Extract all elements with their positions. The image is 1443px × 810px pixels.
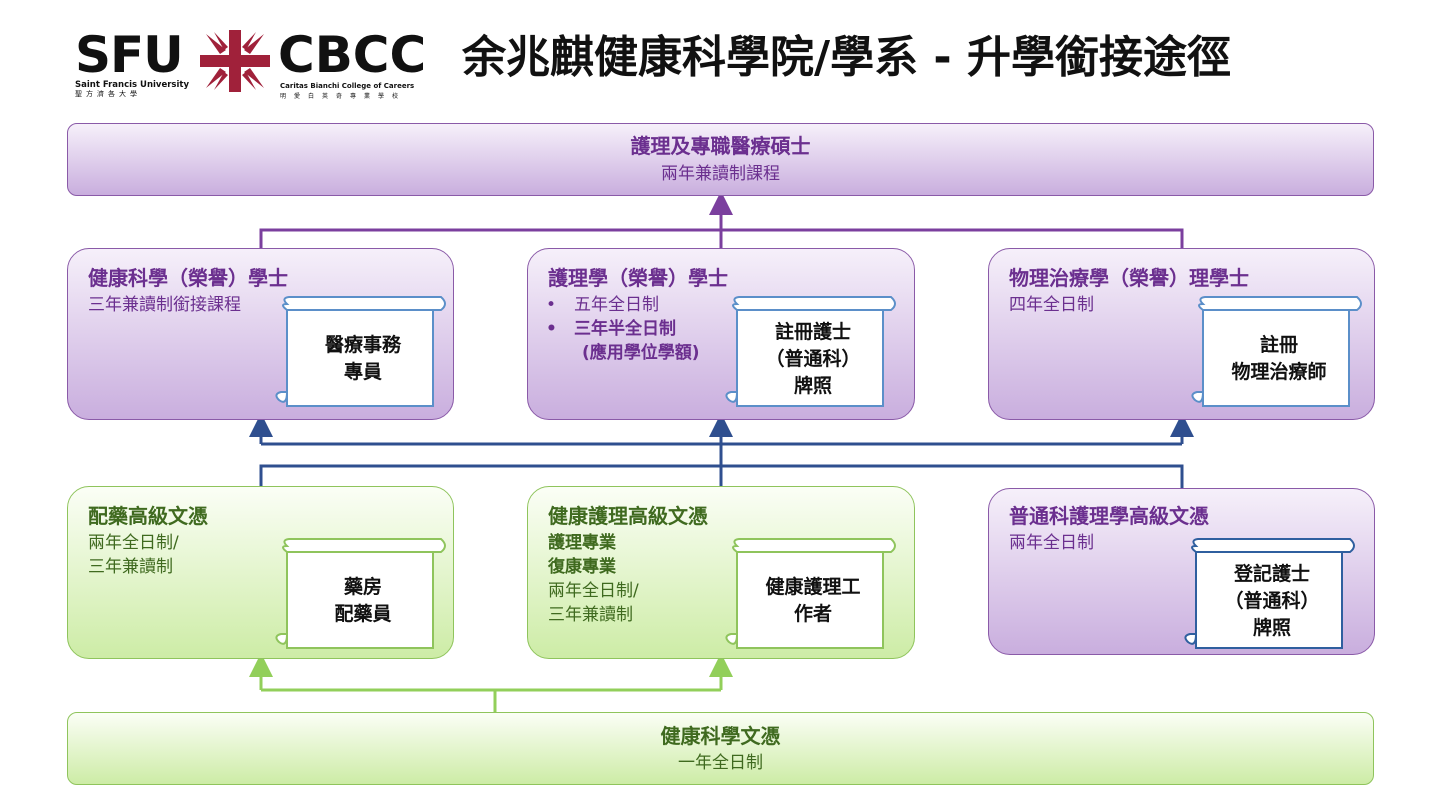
diploma-mode: 兩年全日制/	[88, 533, 179, 553]
scroll-icon	[1191, 296, 1362, 407]
foundation-subtitle: 一年全日制	[678, 753, 763, 773]
bullet-icon: •	[546, 319, 557, 339]
cbcc-logo: CBCC Caritas Bianchi College of Careers …	[200, 30, 445, 100]
masters-subtitle: 兩年兼讀制課程	[661, 164, 780, 184]
certificate-line: （普通科）	[1224, 589, 1320, 612]
scroll-icon	[1184, 538, 1355, 649]
certificate-scroll-enrolled-nurse: 登記護士 （普通科） 牌照	[1180, 538, 1358, 650]
certificate-line: 登記護士	[1233, 562, 1310, 585]
scroll-icon	[275, 296, 446, 407]
diploma-mode: 兩年全日制/	[548, 581, 639, 601]
degree-mode: 四年全日制	[1009, 295, 1094, 315]
scroll-icon	[275, 538, 446, 649]
certificate-line: 配藥員	[334, 603, 392, 625]
diploma-mode: 兩年全日制	[1009, 533, 1094, 553]
scroll-icon	[725, 296, 896, 407]
sfu-logo: SFU Saint Francis University 聖方濟各大學	[75, 30, 189, 98]
foundation-box: 健康科學文憑 一年全日制	[67, 712, 1374, 785]
degree-bullet-item: • 五年全日制	[546, 293, 659, 317]
diploma-mode: 三年兼讀制	[548, 605, 633, 625]
degree-bullet-note: (應用學位學額)	[582, 343, 700, 363]
certificate-scroll-medical-affairs: 醫療事務 專員	[271, 296, 449, 408]
degree-bullet-item: • 三年半全日制	[546, 317, 676, 341]
certificate-line: 註冊	[1259, 334, 1298, 356]
certificate-line: （普通科）	[765, 347, 861, 370]
certificate-line: 藥房	[343, 576, 382, 598]
certificate-scroll-health-care-worker: 健康護理工 作者	[721, 538, 899, 650]
certificate-line: 作者	[793, 603, 832, 625]
diploma-stream: 護理專業	[548, 533, 616, 553]
certificate-scroll-dispenser: 藥房 配藥員	[271, 538, 449, 650]
sfu-logo-chinese: 聖方濟各大學	[75, 90, 141, 98]
diploma-mode: 三年兼讀制	[88, 557, 173, 577]
page-title: 余兆麒健康科學院/學系 - 升學銜接途徑	[462, 32, 1231, 83]
cbcc-logo-subtitle: Caritas Bianchi College of Careers	[280, 82, 415, 90]
degree-title: 護理學（榮譽）學士	[548, 266, 728, 290]
scroll-icon	[725, 538, 896, 649]
connector-diplomas-to-degrees	[249, 413, 1194, 490]
connector-degrees-to-masters	[259, 191, 1184, 248]
bullet-text: 五年全日制	[574, 295, 659, 315]
bullet-text: 三年半全日制	[574, 319, 676, 339]
certificate-scroll-registered-nurse: 註冊護士 （普通科） 牌照	[721, 296, 899, 408]
diploma-title: 健康護理高級文憑	[548, 504, 708, 528]
diploma-title: 普通科護理學高級文憑	[1009, 504, 1209, 528]
diploma-title: 配藥高級文憑	[88, 504, 208, 528]
certificate-line: 物理治療師	[1231, 361, 1327, 383]
masters-box: 護理及專職醫療碩士 兩年兼讀制課程	[67, 123, 1374, 196]
foundation-title: 健康科學文憑	[660, 724, 781, 748]
caritas-cross-icon	[200, 30, 270, 92]
degree-title: 物理治療學（榮譽）理學士	[1009, 266, 1249, 290]
sfu-logo-text: SFU	[75, 26, 184, 84]
masters-title: 護理及專職醫療碩士	[630, 134, 811, 158]
degree-title: 健康科學（榮譽）學士	[88, 266, 288, 290]
certificate-line: 健康護理工	[765, 576, 861, 598]
diploma-stream: 復康專業	[548, 557, 616, 577]
certificate-scroll-physiotherapist: 註冊 物理治療師	[1187, 296, 1365, 408]
certificate-line: 專員	[343, 361, 382, 383]
cbcc-logo-text: CBCC	[278, 26, 427, 84]
sfu-logo-subtitle: Saint Francis University	[75, 80, 189, 90]
certificate-line: 醫療事務	[324, 334, 401, 356]
certificate-line: 牌照	[793, 374, 832, 397]
certificate-line: 牌照	[1252, 616, 1291, 639]
bullet-icon: •	[546, 295, 557, 315]
degree-mode: 三年兼讀制銜接課程	[88, 295, 241, 315]
connector-foundation-to-diplomas	[249, 653, 733, 713]
cbcc-logo-chinese: 明愛白英奇專業學校	[280, 93, 407, 100]
certificate-line: 註冊護士	[774, 320, 851, 343]
